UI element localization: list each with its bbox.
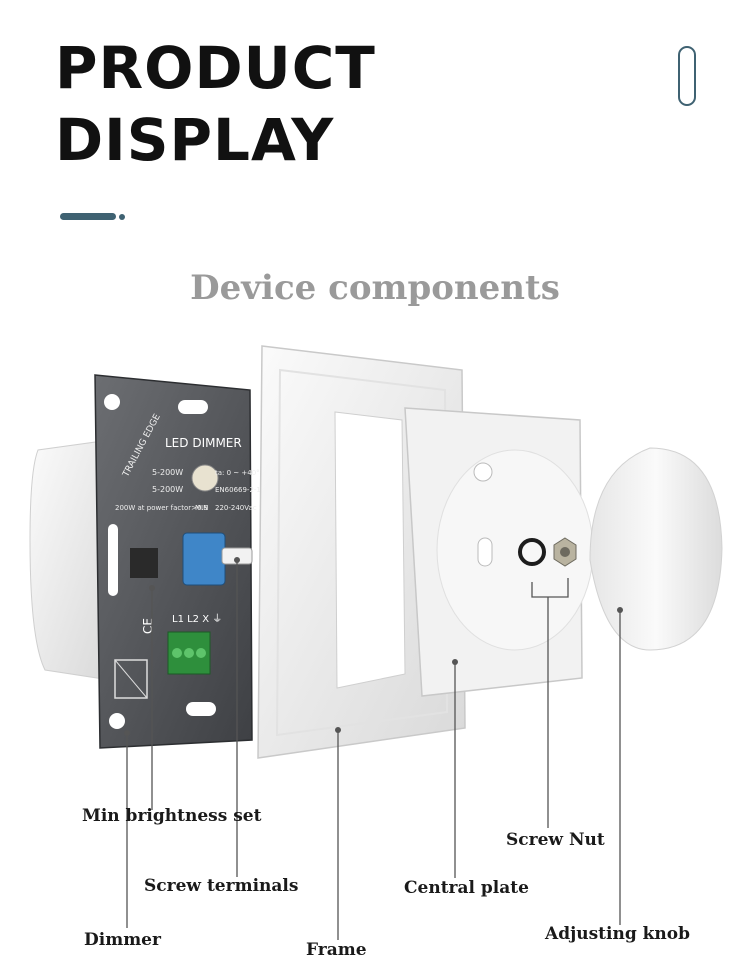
print-spec-2: 5-200W: [152, 485, 183, 494]
leader-dot-min-brightness: [149, 585, 155, 591]
print-ce: CE: [141, 618, 155, 634]
central-plate: [404, 407, 594, 697]
label-min-brightness: Min brightness set: [82, 806, 262, 826]
label-screw-terminals: Screw terminals: [144, 876, 299, 896]
label-central-plate: Central plate: [404, 878, 529, 898]
section-subtitle: Device components: [190, 268, 560, 308]
leader-dot-dimmer: [124, 730, 130, 736]
print-led-dimmer: LED DIMMER: [165, 436, 242, 450]
leader-dot-central-plate: [452, 659, 458, 665]
print-min: MIN: [195, 504, 208, 512]
label-screw-nut: Screw Nut: [506, 830, 605, 850]
label-adjusting-knob: Adjusting knob: [545, 924, 690, 944]
leader-dot-screw-terminals: [234, 557, 240, 563]
print-terminals: L1 L2 X ⏚: [172, 613, 222, 625]
leader-dot-knob: [617, 607, 623, 613]
title-line-2: DISPLAY: [55, 106, 335, 174]
print-voltage: 220-240Vac 50: [215, 504, 268, 512]
label-frame: Frame: [306, 940, 367, 960]
page-title: PRODUCT DISPLAY: [55, 32, 376, 176]
dimmer-module: [94, 374, 253, 749]
adjusting-knob: [589, 447, 723, 651]
pill-decoration: [678, 46, 696, 106]
print-spec-1: 5-200W: [152, 468, 183, 477]
print-spec-3: 200W at power factor>0.9: [115, 504, 208, 512]
accent-bar: [60, 213, 116, 220]
label-dimmer: Dimmer: [84, 930, 161, 950]
accent-dot: [119, 214, 125, 220]
leader-lines: [126, 560, 621, 940]
dimmer-housing: [29, 439, 111, 681]
title-line-1: PRODUCT: [55, 34, 376, 102]
leader-dot-frame: [335, 727, 341, 733]
print-temp: ta: 0 ~ +40°C: [215, 469, 265, 477]
print-standard: EN60669-2-1: [215, 486, 261, 494]
